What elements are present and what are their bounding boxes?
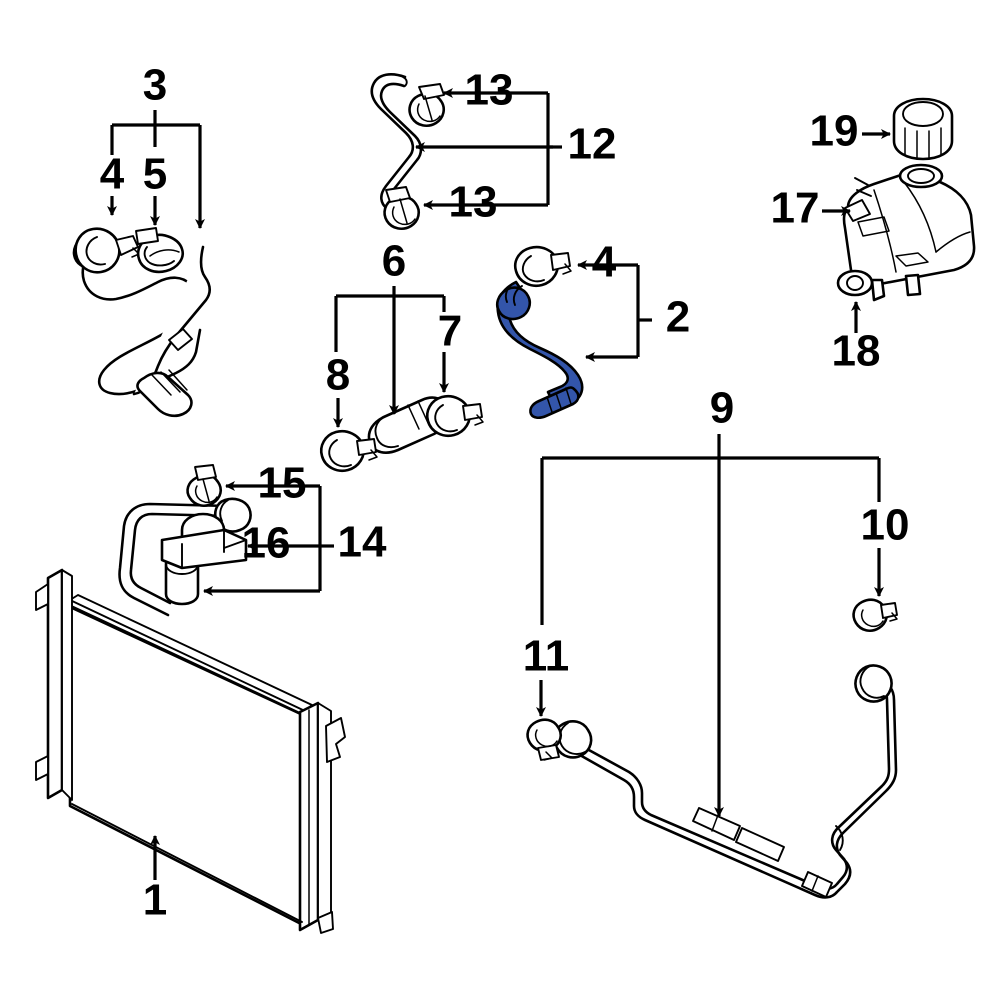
radiator-right-foot (317, 911, 334, 934)
part-group-1-radiator (35, 568, 346, 934)
callout-14: 14 (338, 518, 387, 567)
callout-10: 10 (861, 501, 910, 550)
heater-hose-outlet (136, 371, 193, 418)
coolant-hose-2-inlet-rib2 (512, 285, 523, 306)
part-group-6-connector-assembly (319, 394, 484, 473)
reservoir-outlet-b (904, 273, 922, 297)
reservoir-detail-d (895, 252, 929, 267)
overflow-hose-body-2 (129, 512, 230, 605)
coolant-pipe-elbow-rib (811, 875, 819, 892)
callout-16: 16 (242, 519, 291, 568)
reservoir-cap-19 (892, 97, 954, 161)
coolant-hose-2-outlet (529, 386, 580, 420)
radiator-top-rail-edge (71, 605, 308, 717)
callout-4-right: 4 (592, 238, 617, 287)
hose-clamp-10 (852, 598, 898, 633)
hose-clamp-11 (526, 718, 563, 761)
heater-hose-rib-b (160, 371, 181, 393)
callout-12: 12 (568, 120, 617, 169)
reservoir-detail-e (857, 216, 890, 237)
hose-clamp-13-upper (408, 83, 446, 128)
heater-hose-rib-a (151, 374, 172, 396)
hose-clamp-15 (186, 464, 223, 508)
leaders-group-14 (203, 481, 334, 596)
reservoir-detail-a (873, 189, 897, 273)
callout-7: 7 (438, 307, 462, 356)
callout-1: 1 (143, 876, 167, 925)
connector-tube-6-rib-a (407, 404, 420, 430)
leaders-group-9 (536, 434, 884, 817)
leaders-group-12 (415, 88, 562, 210)
callout-4-left: 4 (100, 150, 125, 199)
coolant-hose-2-outlet-rib-a (565, 387, 572, 405)
hose-connector-16 (160, 512, 248, 570)
callout-13-upper: 13 (465, 66, 514, 115)
radiator-left-bracket (46, 568, 64, 800)
radiator-left-tab-top (35, 583, 49, 611)
connector-tube-6-end-ring (374, 415, 399, 449)
callout-18: 18 (832, 327, 881, 376)
radiator-left-tab-bottom (35, 755, 49, 781)
hose-clamp-5 (135, 227, 184, 274)
callout-19: 19 (810, 107, 859, 156)
leaders-group-reservoir (822, 129, 891, 333)
hose-clamp-13-lower (383, 186, 421, 231)
callout-13-lower: 13 (449, 178, 498, 227)
callout-5: 5 (143, 150, 167, 199)
reservoir-detail-c (935, 231, 971, 253)
callout-8: 8 (326, 351, 350, 400)
coolant-pipe-bend-collar (835, 825, 844, 851)
leaders-group-3 (107, 110, 205, 229)
part-group-17-coolant-reservoir (836, 97, 976, 302)
reservoir-neck (898, 163, 944, 189)
reservoir-pin-b (856, 189, 872, 197)
coolant-pipe-elbow-sleeve (801, 871, 833, 898)
coolant-pipe-lower-sleeve (735, 827, 785, 862)
callout-11: 11 (523, 632, 570, 681)
callout-2: 2 (666, 293, 690, 342)
coolant-pipe-9-body (558, 678, 898, 899)
overflow-hose-end-ring (165, 563, 199, 575)
coolant-hose-2-inlet-rib (504, 282, 515, 303)
overflow-hose-stub-rib (219, 499, 229, 522)
coolant-hose-2-outlet-rib-b (555, 392, 562, 409)
part-group-14-overflow-hose-assembly (118, 464, 252, 617)
coolant-pipe-top-end-ring (859, 665, 885, 699)
coolant-pipe-left-end-ring (558, 722, 586, 755)
callout-6: 6 (382, 237, 406, 286)
leaders-group-2 (577, 260, 652, 362)
callout-17: 17 (771, 184, 820, 233)
heater-hose-rib-c (168, 369, 188, 391)
part-group-2-highlighted-coolant-hose (495, 245, 584, 420)
coolant-pipe-9-body-inner (561, 683, 891, 890)
callout-9: 9 (710, 384, 734, 433)
reservoir-neck-inner (907, 168, 935, 184)
coolant-pipe-mid-sleeve-rib (711, 814, 719, 832)
reservoir-mount-ear (844, 199, 871, 222)
reservoir-detail-b (903, 181, 937, 253)
part-group-3-heater-hose-assembly (72, 227, 211, 418)
reservoir-grommet-18 (836, 269, 874, 297)
vent-hose-body (370, 73, 415, 211)
part-group-12-vent-hose-assembly (370, 73, 446, 231)
reservoir-pin-a (854, 177, 869, 186)
hose-clamp-7 (425, 394, 484, 438)
reservoir-outlet-a (870, 278, 886, 302)
heater-hose-collar (168, 328, 193, 351)
callout-15: 15 (258, 459, 307, 508)
radiator-left-bracket-inner (61, 569, 73, 801)
coolant-pipe-mid-sleeve (692, 807, 741, 841)
coolant-hose-2-outlet-rib-c (546, 396, 553, 413)
overflow-hose-stub (213, 497, 252, 533)
hose-clamp-4-right (513, 245, 572, 288)
hose-clamp-8 (319, 429, 378, 473)
radiator-right-hook (325, 717, 346, 763)
part-group-9-coolant-pipe-assembly (526, 598, 898, 899)
vent-hose-end-top (402, 76, 408, 87)
leaders-group-6 (333, 286, 449, 428)
callout-3: 3 (143, 61, 167, 110)
hose-clamp-4-left (74, 227, 140, 274)
radiator-bottom-edge (71, 803, 303, 923)
